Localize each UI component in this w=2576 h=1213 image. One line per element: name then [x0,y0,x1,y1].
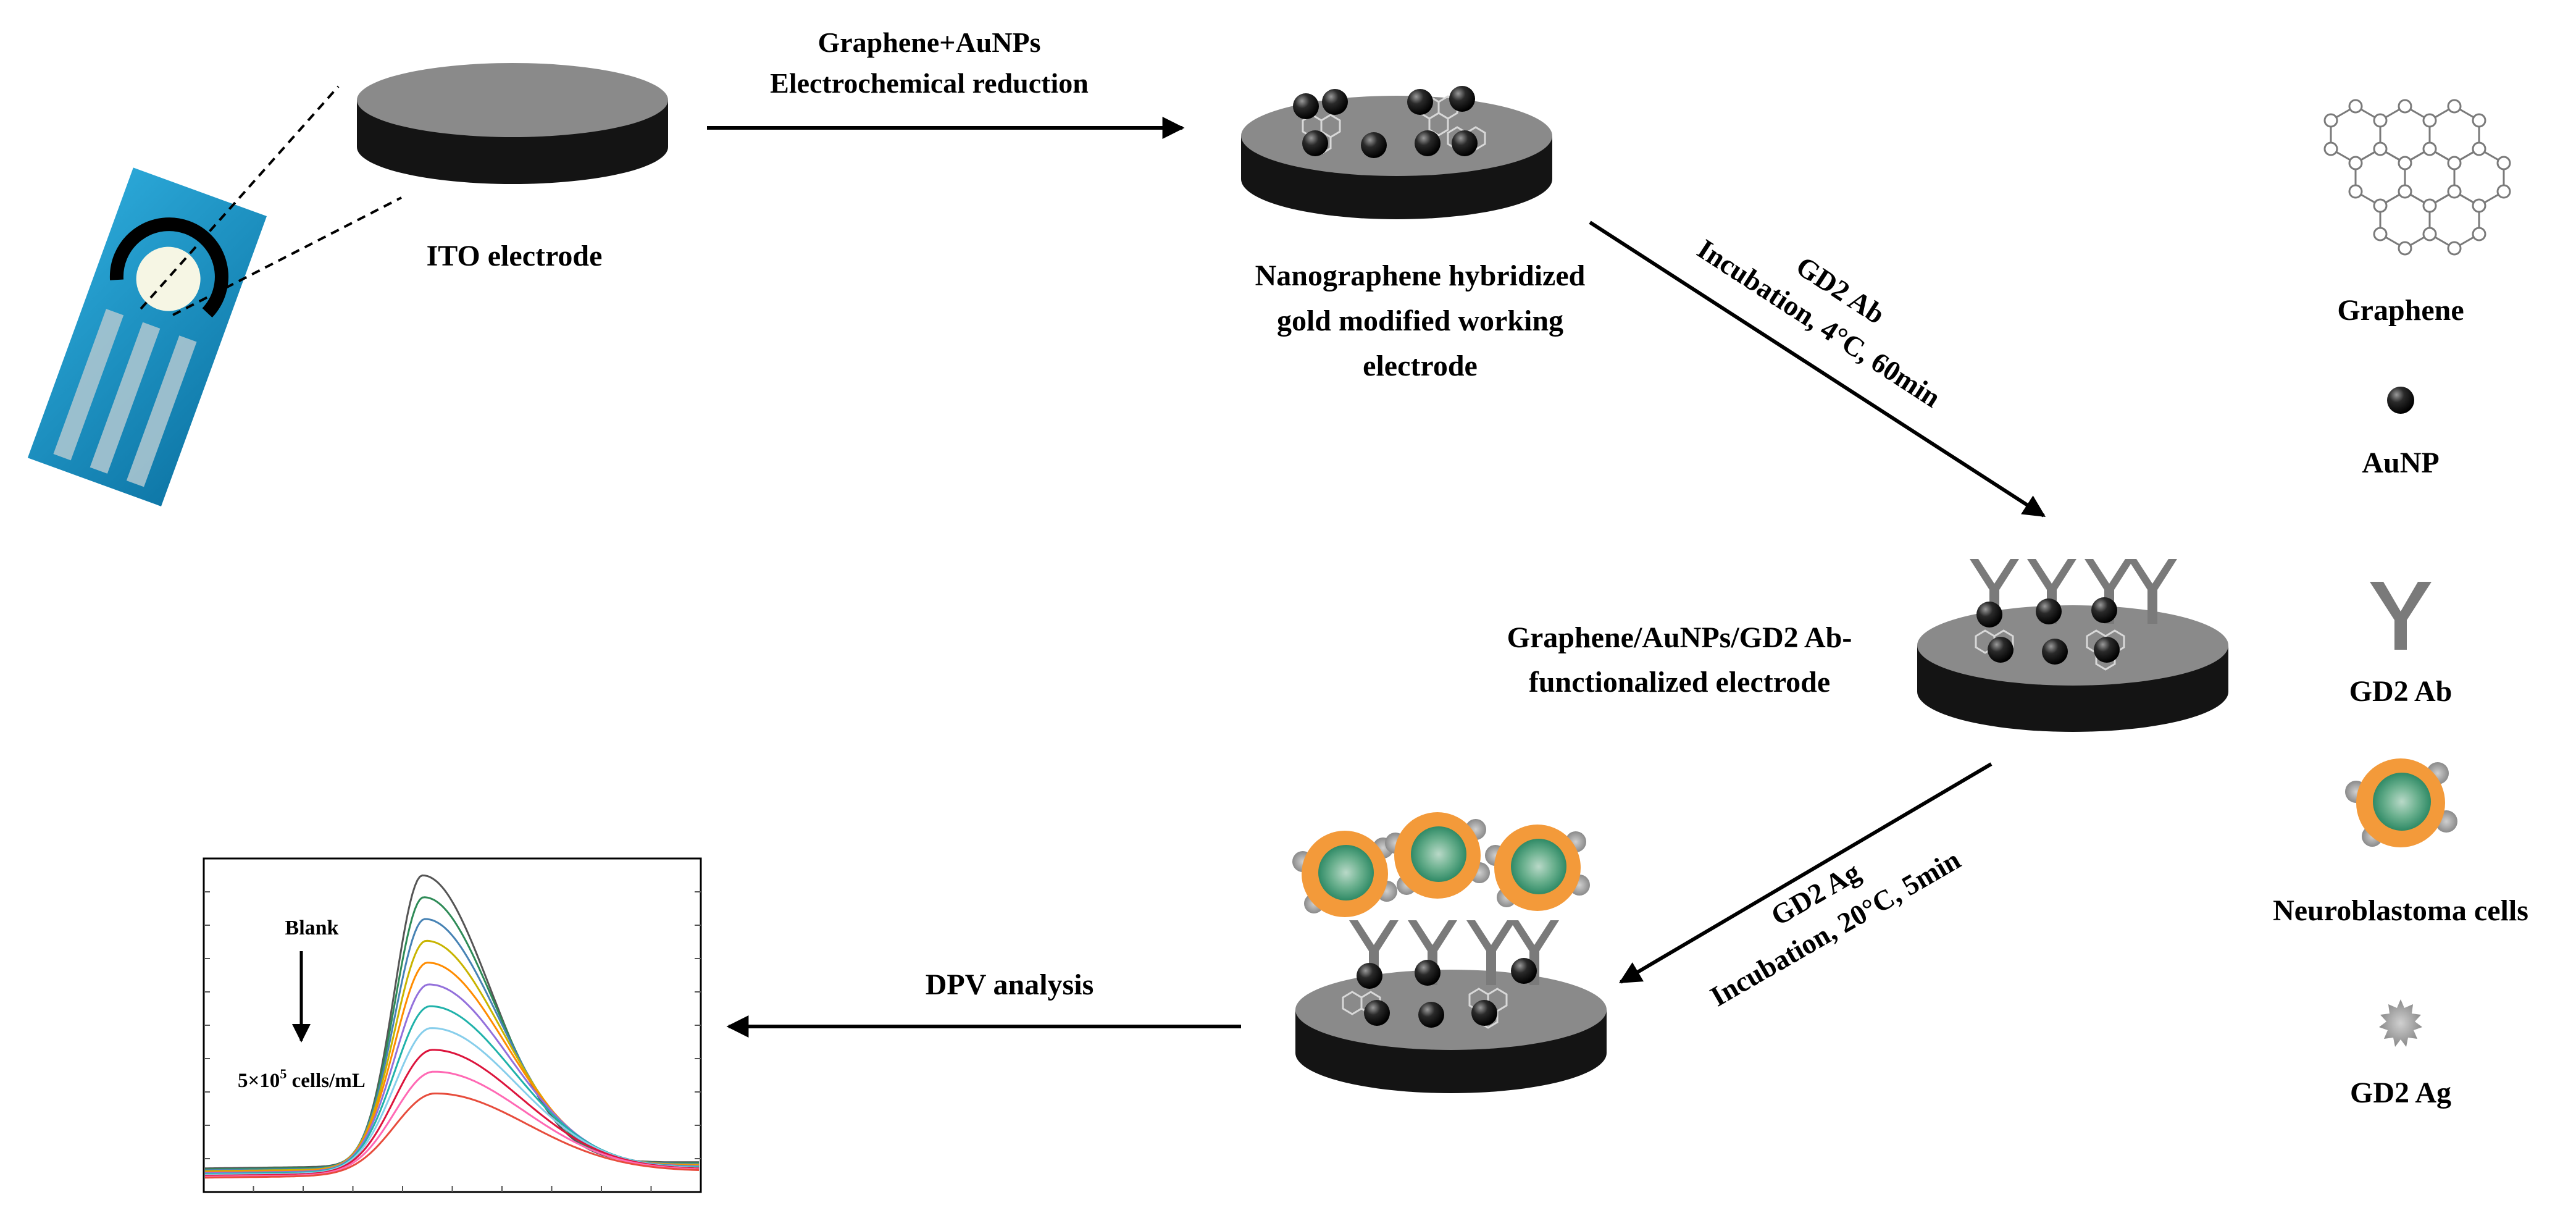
dpv-curve [205,1093,700,1179]
step4-label: DPV analysis [926,968,1094,1001]
dpv-curves [205,874,700,1179]
captured-cells [1292,812,1590,917]
step2-label: GD2 Ab Incubation, 4°C, 60min [1692,233,1946,413]
aunp-particles [1293,86,1478,158]
dpv-plot: Blank 5×105 cells/mL [203,857,702,1193]
aunp-icon [2387,387,2414,414]
modified-electrode-label-1: Nanographene hybridized [1255,259,1586,292]
antibody-icon [2370,582,2432,650]
legend-graphene-label: Graphene [2337,294,2464,327]
zoom-line-top [140,85,340,310]
step3-label: GD2 Ag Incubation, 20°C, 5min [1705,844,1965,1012]
legend-cells-label: Neuroblastoma cells [2273,894,2528,927]
legend-antigen-label: GD2 Ag [2350,1077,2451,1109]
dpv-plot-frame [203,857,702,1193]
ito-electrode [357,63,668,184]
legend: Graphene AuNP GD2 Ab Neuroblastoma cells… [2273,99,2528,1109]
functionalized-electrode-label-2: functionalized electrode [1529,666,1830,699]
functionalized-electrode [1917,559,2228,732]
dpv-concentration-label: 5×105 cells/mL [238,1066,366,1092]
cell-captured-electrode [1292,812,1607,1093]
legend-aunp-label: AuNP [2362,447,2439,479]
screen-printed-chip [27,167,267,506]
graphene-icon [2323,99,2511,256]
modified-electrode [1241,86,1552,219]
step1-method: Electrochemical reduction [770,67,1089,99]
zoom-line-bottom [172,196,402,316]
modified-electrode-label-2: gold modified working [1277,304,1563,337]
graphene-flakes [1302,95,1486,155]
neuroblastoma-cell-icon [2345,758,2457,847]
ito-electrode-label: ITO electrode [427,240,603,272]
legend-antibody-label: GD2 Ab [2349,675,2453,708]
dpv-plot-ticks [204,891,701,1192]
dpv-blank-label: Blank [285,917,339,939]
functionalized-electrode-label-1: Graphene/AuNPs/GD2 Ab- [1507,621,1852,654]
modified-electrode-label-3: electrode [1363,350,1478,382]
arrow-step3 [1618,762,1993,984]
bound-antibodies [1970,559,2177,624]
antigen-icon [2379,999,2422,1047]
step1-reagent: Graphene+AuNPs [818,27,1040,58]
arrow-step2 [1589,220,2046,518]
